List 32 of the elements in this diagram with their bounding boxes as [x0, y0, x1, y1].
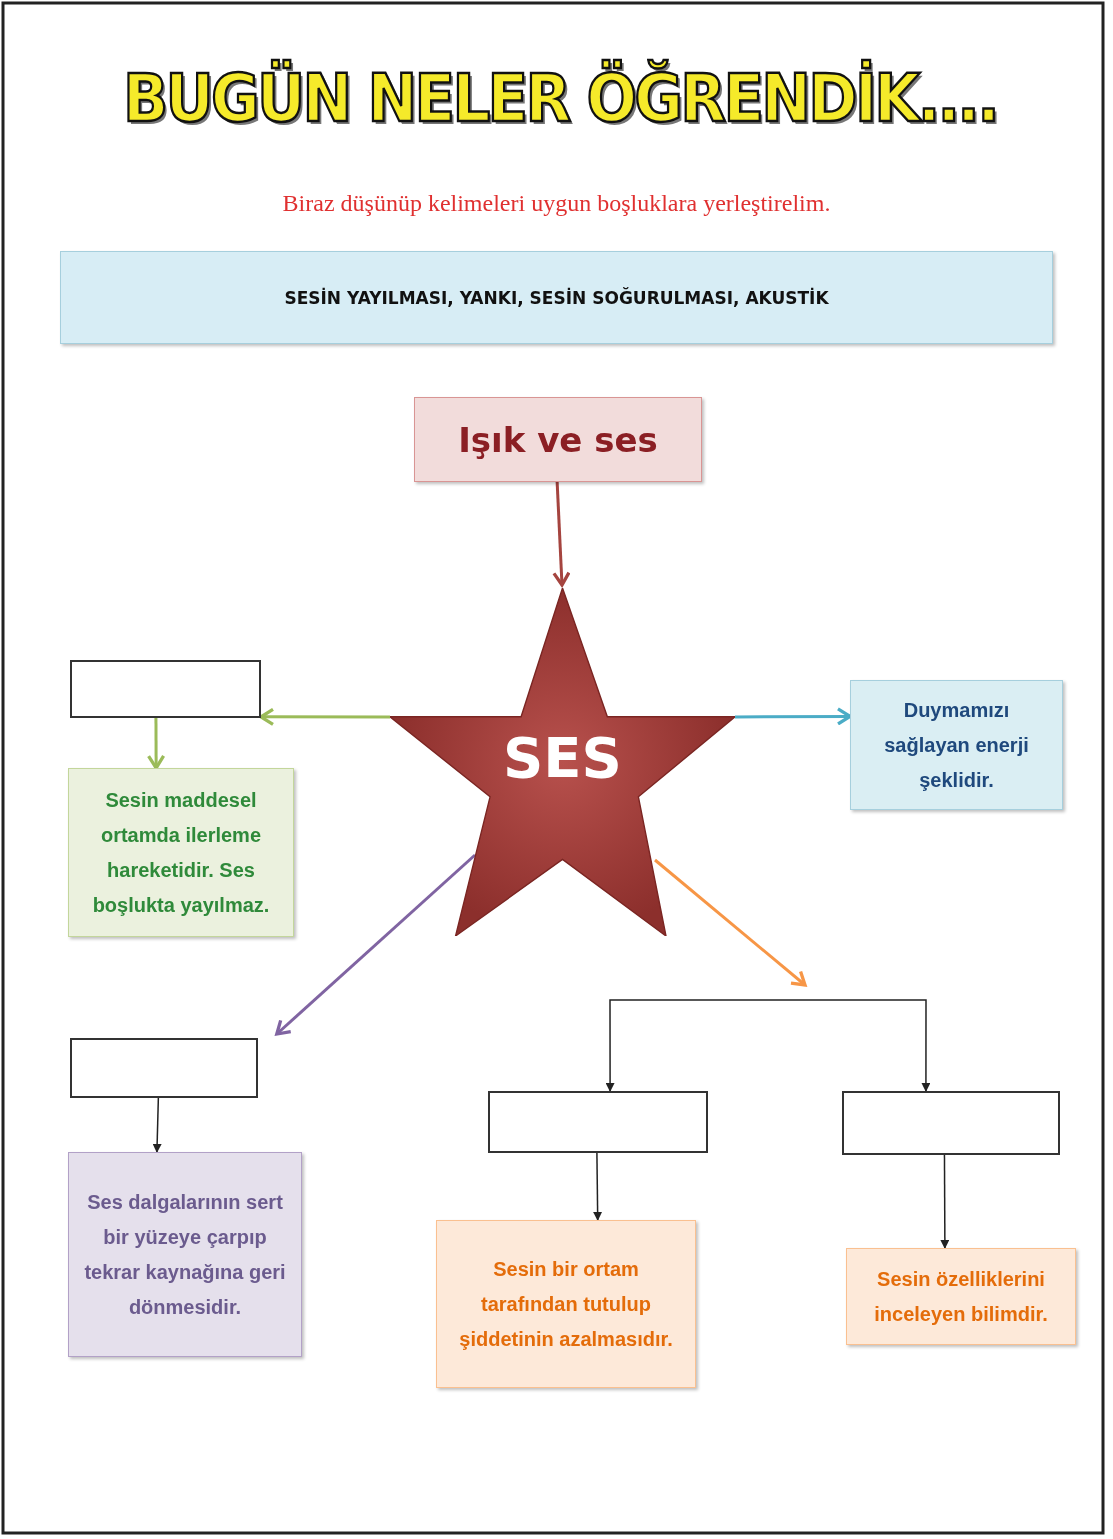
arrow: [940, 1154, 950, 1249]
box-text: Sesin bir ortam tarafından tutulup şiddetinin azalmasıdır.: [458, 1256, 674, 1352]
instruction-text: Biraz düşünüp kelimeleri uygun boşluklara yerleştirelim.: [281, 190, 832, 217]
arrow: [146, 718, 166, 770]
box-text: Işık ve ses: [458, 419, 658, 460]
star-label: SES: [503, 724, 622, 790]
arrow: [605, 999, 769, 1092]
arrow: [552, 481, 571, 587]
answer-box: [488, 1091, 708, 1153]
arrow: [767, 999, 931, 1092]
arrow: [593, 1152, 603, 1221]
answer-box: [70, 660, 261, 718]
box-text: Ses dalgalarının sert bir yüzeye çarpıp tekrar kaynağına geri dönmesidir.: [83, 1189, 287, 1320]
definition-box: [68, 768, 294, 937]
answer-box: [70, 1038, 258, 1098]
definition-box: [436, 1220, 696, 1388]
box-text: Sesin maddesel ortamda ilerleme hareketidir. Ses boşlukta yayılmaz.: [91, 787, 271, 918]
box-text: SESİN YAYILMASI, YANKI, SESİN SOĞURULMASI, AKUSTİK: [284, 287, 829, 308]
definition-box: [846, 1248, 1076, 1345]
answer-box: [842, 1091, 1060, 1155]
box-text: Duymamızı sağlayan enerji şeklidir.: [883, 697, 1030, 793]
definition-box: [68, 1152, 302, 1357]
box-text: Sesin özelliklerini inceleyen bilimdir.: [873, 1266, 1049, 1327]
arrow: [654, 858, 807, 987]
arrow: [275, 853, 476, 1036]
arrow: [259, 707, 390, 726]
title: BUGÜN NELER ÖĞRENDİK....: [121, 60, 999, 137]
arrow: [735, 707, 852, 726]
definition-box: [850, 680, 1063, 810]
topic-box: [414, 397, 702, 482]
word-bank-box: [60, 251, 1053, 344]
arrow: [152, 1097, 162, 1153]
